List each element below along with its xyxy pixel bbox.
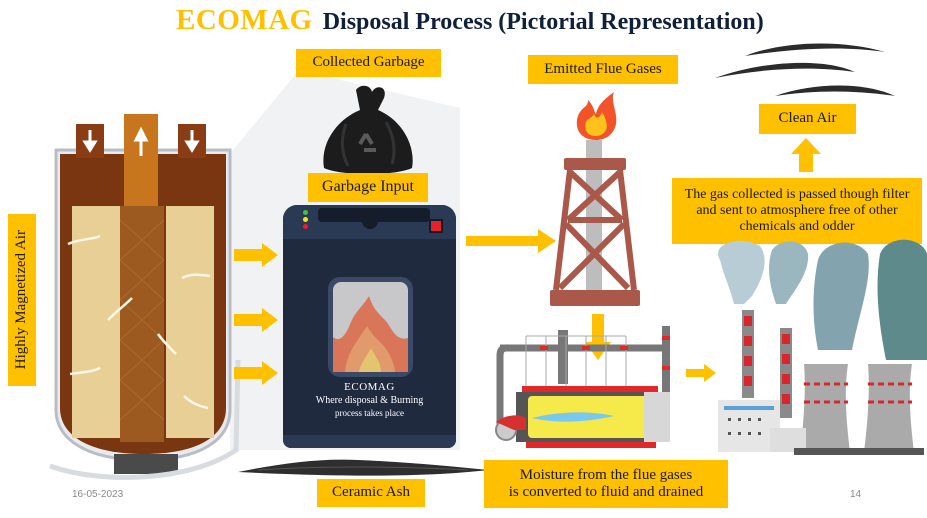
machine-caption-line2: process takes place [335, 408, 404, 418]
support-rail [49, 359, 241, 480]
cooling-tower-1 [800, 364, 850, 452]
ecomag-machine: ECOMAG Where disposal & Burning process … [283, 205, 456, 448]
arrow-icon [234, 308, 278, 332]
machine-slot [318, 208, 430, 222]
arrow-icon [234, 361, 278, 385]
air-flow-arrows [67, 234, 211, 410]
machine-slot-handle [362, 217, 378, 229]
indicator-light-yellow [303, 217, 308, 222]
slide-number: 14 [850, 489, 862, 500]
ash-pile [238, 459, 488, 476]
smoke-clouds [718, 239, 927, 360]
wind-stroke-3 [775, 85, 895, 96]
title-text: Disposal Process (Pictorial Representati… [322, 9, 764, 35]
reactor-illustration [49, 114, 241, 480]
filter-right [166, 206, 214, 438]
wind-icon [715, 43, 895, 96]
machine-base [283, 435, 456, 448]
clean-air-label: Clean Air [759, 104, 856, 134]
flame-icon [576, 92, 617, 140]
wind-stroke-1 [745, 43, 885, 56]
reactor-base [114, 454, 178, 474]
moisture-note-label: Moisture from the flue gases is converte… [484, 460, 728, 508]
machine-caption: ECOMAG Where disposal & Burning process … [283, 381, 456, 420]
indicator-light-green [303, 210, 308, 215]
moisture-note-line1: Moisture from the flue gases [519, 466, 693, 483]
power-button [429, 219, 443, 233]
cooling-tower-2 [864, 364, 914, 452]
moisture-note-line2: is converted to fluid and drained [508, 484, 704, 500]
indicator-light-red [303, 224, 308, 229]
ceramic-ash-label: Ceramic Ash [317, 479, 425, 507]
emitted-flue-gases-label: Emitted Flue Gases [528, 55, 678, 84]
magnetized-air-text: Highly Magnetized Air [13, 230, 30, 370]
magnetized-air-label: Highly Magnetized Air [8, 214, 36, 386]
arrow-icon [686, 364, 716, 382]
machine-caption-line1: Where disposal & Burning [315, 395, 424, 406]
recycle-icon [358, 132, 376, 152]
machine-name: ECOMAG [344, 381, 395, 393]
collected-garbage-label: Collected Garbage [296, 49, 441, 77]
machine-window [328, 277, 413, 377]
title-brand: ECOMAG [176, 4, 313, 36]
factory-illustration [718, 239, 927, 455]
filter-note-label: The gas collected is passed though filte… [672, 178, 922, 244]
wind-stroke-2 [715, 62, 855, 78]
arrow-up-icon [791, 138, 821, 172]
garbage-input-label: Garbage Input [308, 173, 428, 202]
flame-icon [333, 282, 408, 372]
flue-tower [550, 140, 640, 306]
garbage-bag-icon [323, 85, 413, 174]
arrow-icon [234, 243, 278, 267]
central-core [120, 206, 164, 442]
filter-left [72, 206, 120, 438]
slide-date: 16-05-2023 [72, 489, 124, 500]
arrow-icon [466, 229, 556, 253]
boiler-illustration [495, 326, 670, 448]
slide-title: ECOMAG Disposal Process (Pictorial Repres… [176, 4, 816, 40]
filter-note-text: The gas collected is passed though filte… [684, 186, 910, 235]
